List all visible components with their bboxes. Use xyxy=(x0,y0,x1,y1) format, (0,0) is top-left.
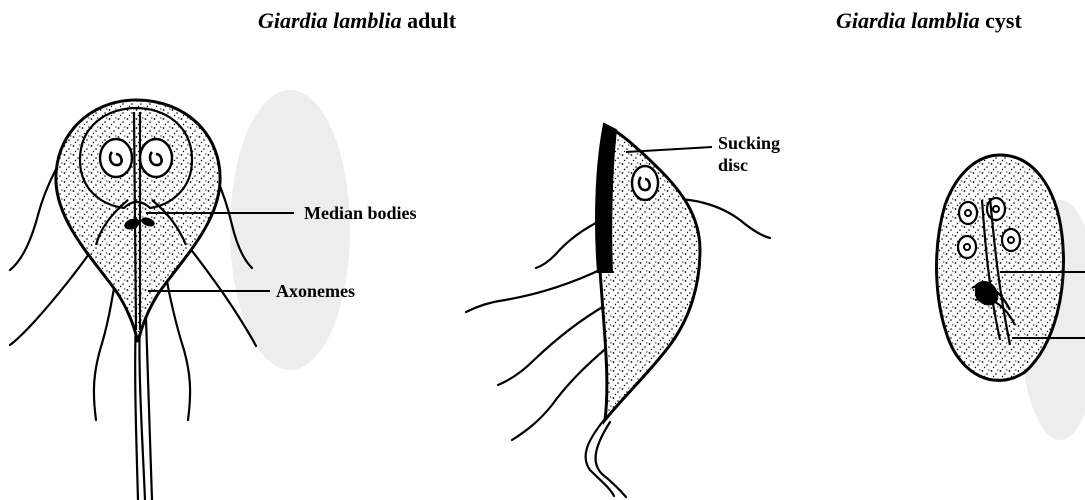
cyst-wall xyxy=(937,155,1064,380)
label-sucking-disc-line1: Sucking xyxy=(718,133,780,153)
side-nucleus xyxy=(632,166,658,200)
cyst-nucleus xyxy=(959,202,977,224)
label-median-bodies: Median bodies xyxy=(304,203,417,223)
adult-nucleus-left xyxy=(100,139,132,177)
cyst-nucleus xyxy=(958,236,976,258)
adult-side-view xyxy=(466,124,770,497)
label-axonemes: Axonemes xyxy=(276,281,355,301)
cyst-nucleus xyxy=(1002,229,1020,251)
adult-nucleus-right xyxy=(140,139,172,177)
label-sucking-disc-line2: disc xyxy=(718,155,748,175)
